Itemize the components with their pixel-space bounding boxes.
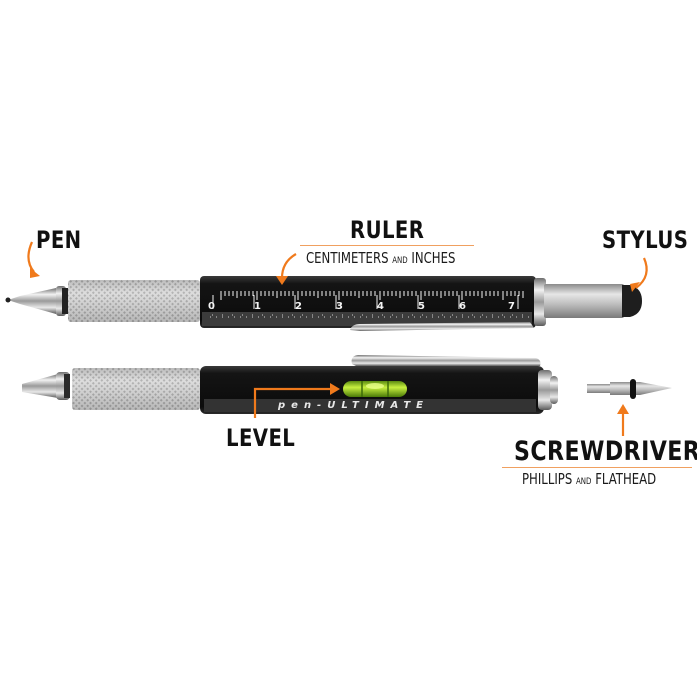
ruler-number: 5 xyxy=(418,301,425,312)
stylus-tip xyxy=(622,285,642,317)
ruler-numbers: 0 1 2 3 4 5 6 7 xyxy=(208,301,515,312)
callout-arrows xyxy=(27,241,648,436)
ruler-number: 6 xyxy=(459,301,466,312)
ruler-number: 7 xyxy=(508,301,515,312)
ruler-number: 1 xyxy=(254,301,261,312)
screwdriver-divider xyxy=(502,467,692,468)
top-pen xyxy=(5,276,642,331)
top-pen-clip xyxy=(350,322,534,331)
pen-label: PEN xyxy=(36,226,82,254)
ruler-number: 4 xyxy=(377,301,384,312)
ruler-number: 0 xyxy=(208,301,215,312)
stylus-barrel xyxy=(544,284,624,318)
stylus-arrow xyxy=(635,257,648,289)
ruler-ticks xyxy=(212,291,524,309)
arrowheads xyxy=(30,268,640,414)
bottom-pen-clip xyxy=(351,355,541,366)
screwdriver-bit xyxy=(587,379,672,399)
ruler-subtitle: CENTIMETERS AND INCHES xyxy=(306,249,456,267)
ruler-number: 2 xyxy=(295,301,302,312)
bottom-pen xyxy=(22,355,672,414)
level-label: LEVEL xyxy=(226,424,296,452)
screwdriver-label: SCREWDRIVER xyxy=(514,436,697,467)
ruler-arrow xyxy=(280,253,297,279)
brand-text: pen-ULTIMATE xyxy=(278,400,429,411)
pen-arrow xyxy=(27,241,35,273)
ruler-divider xyxy=(300,245,474,246)
pen-tip xyxy=(22,374,58,398)
screwdriver-subtitle: PHILLIPS AND FLATHEAD xyxy=(522,470,657,488)
pen-tip xyxy=(8,288,56,314)
ruler-number: 3 xyxy=(336,301,343,312)
level-arrow xyxy=(253,387,330,418)
stylus-label: STYLUS xyxy=(602,226,689,254)
ruler-label: RULER xyxy=(350,216,425,244)
